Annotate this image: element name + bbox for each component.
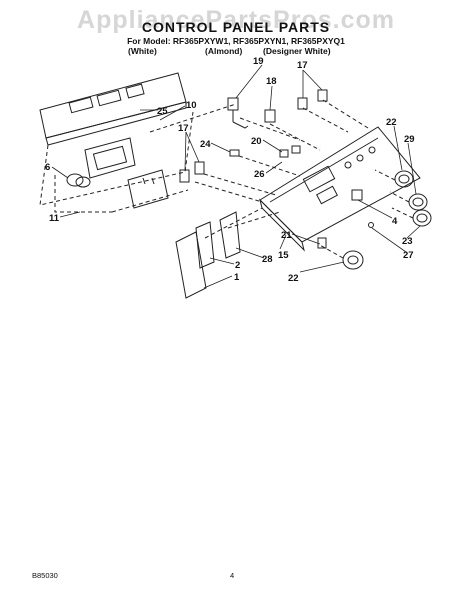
callout-20: 20 xyxy=(251,136,262,147)
callout-10: 10 xyxy=(186,100,197,111)
bracket-part-28 xyxy=(219,211,241,259)
knob-part-6 xyxy=(66,173,91,188)
model-numbers: For Model: RF365PXYW1, RF365PXYN1, RF365… xyxy=(127,36,345,46)
diagram-title: CONTROL PANEL PARTS xyxy=(141,19,331,35)
callout-numbers: 19 18 17 25 10 22 29 17 24 20 6 26 4 11 … xyxy=(45,56,415,284)
callout-6: 6 xyxy=(45,162,50,173)
callout-29: 29 xyxy=(404,134,415,145)
bracket-part-20 xyxy=(279,145,301,158)
spring-part-27 xyxy=(368,222,374,228)
clip-part-24 xyxy=(229,149,240,157)
callout-17-middle: 17 xyxy=(178,123,189,134)
callout-23: 23 xyxy=(402,236,413,247)
overlay-part-11 xyxy=(127,169,169,209)
callout-11: 11 xyxy=(49,213,60,224)
callout-15: 15 xyxy=(278,250,289,261)
callout-24: 24 xyxy=(200,139,211,150)
control-panel-part-15 xyxy=(259,126,421,252)
callout-17-top: 17 xyxy=(297,60,308,71)
callout-25: 25 xyxy=(157,106,168,117)
callout-26: 26 xyxy=(254,169,265,180)
knob-part-22-upper xyxy=(394,170,414,188)
callout-22-lower: 22 xyxy=(288,273,299,284)
end-cap-part-2 xyxy=(195,221,215,269)
callout-1: 1 xyxy=(234,272,240,283)
callout-27: 27 xyxy=(403,250,414,261)
switch-part-17-middle xyxy=(179,161,205,183)
callout-21: 21 xyxy=(281,230,292,241)
callout-4: 4 xyxy=(392,216,398,227)
knob-part-29 xyxy=(408,193,428,211)
switch-part-19 xyxy=(227,97,249,129)
watermark: AppliancePartsPros.com xyxy=(77,6,395,34)
rear-panel-part-25 xyxy=(39,72,187,146)
display-board-part-10 xyxy=(84,137,136,179)
callout-22-upper: 22 xyxy=(386,117,397,128)
callout-2: 2 xyxy=(235,260,240,271)
knob-part-23 xyxy=(412,209,432,227)
end-cap-part-1 xyxy=(175,231,207,299)
callout-28: 28 xyxy=(262,254,273,265)
knob-part-22-lower xyxy=(342,250,364,270)
callout-18: 18 xyxy=(266,76,277,87)
callout-19: 19 xyxy=(253,56,264,67)
page-number: 4 xyxy=(230,571,235,580)
switch-part-17-top xyxy=(297,89,328,110)
switch-part-18 xyxy=(264,109,276,123)
variant-designer-white: (Designer White) xyxy=(263,46,331,56)
variant-white: (White) xyxy=(128,46,157,56)
footer-code: B85030 xyxy=(32,571,58,580)
callout-leaders xyxy=(51,64,421,289)
variant-almond: (Almond) xyxy=(205,46,243,56)
relay-part-4 xyxy=(351,189,363,201)
